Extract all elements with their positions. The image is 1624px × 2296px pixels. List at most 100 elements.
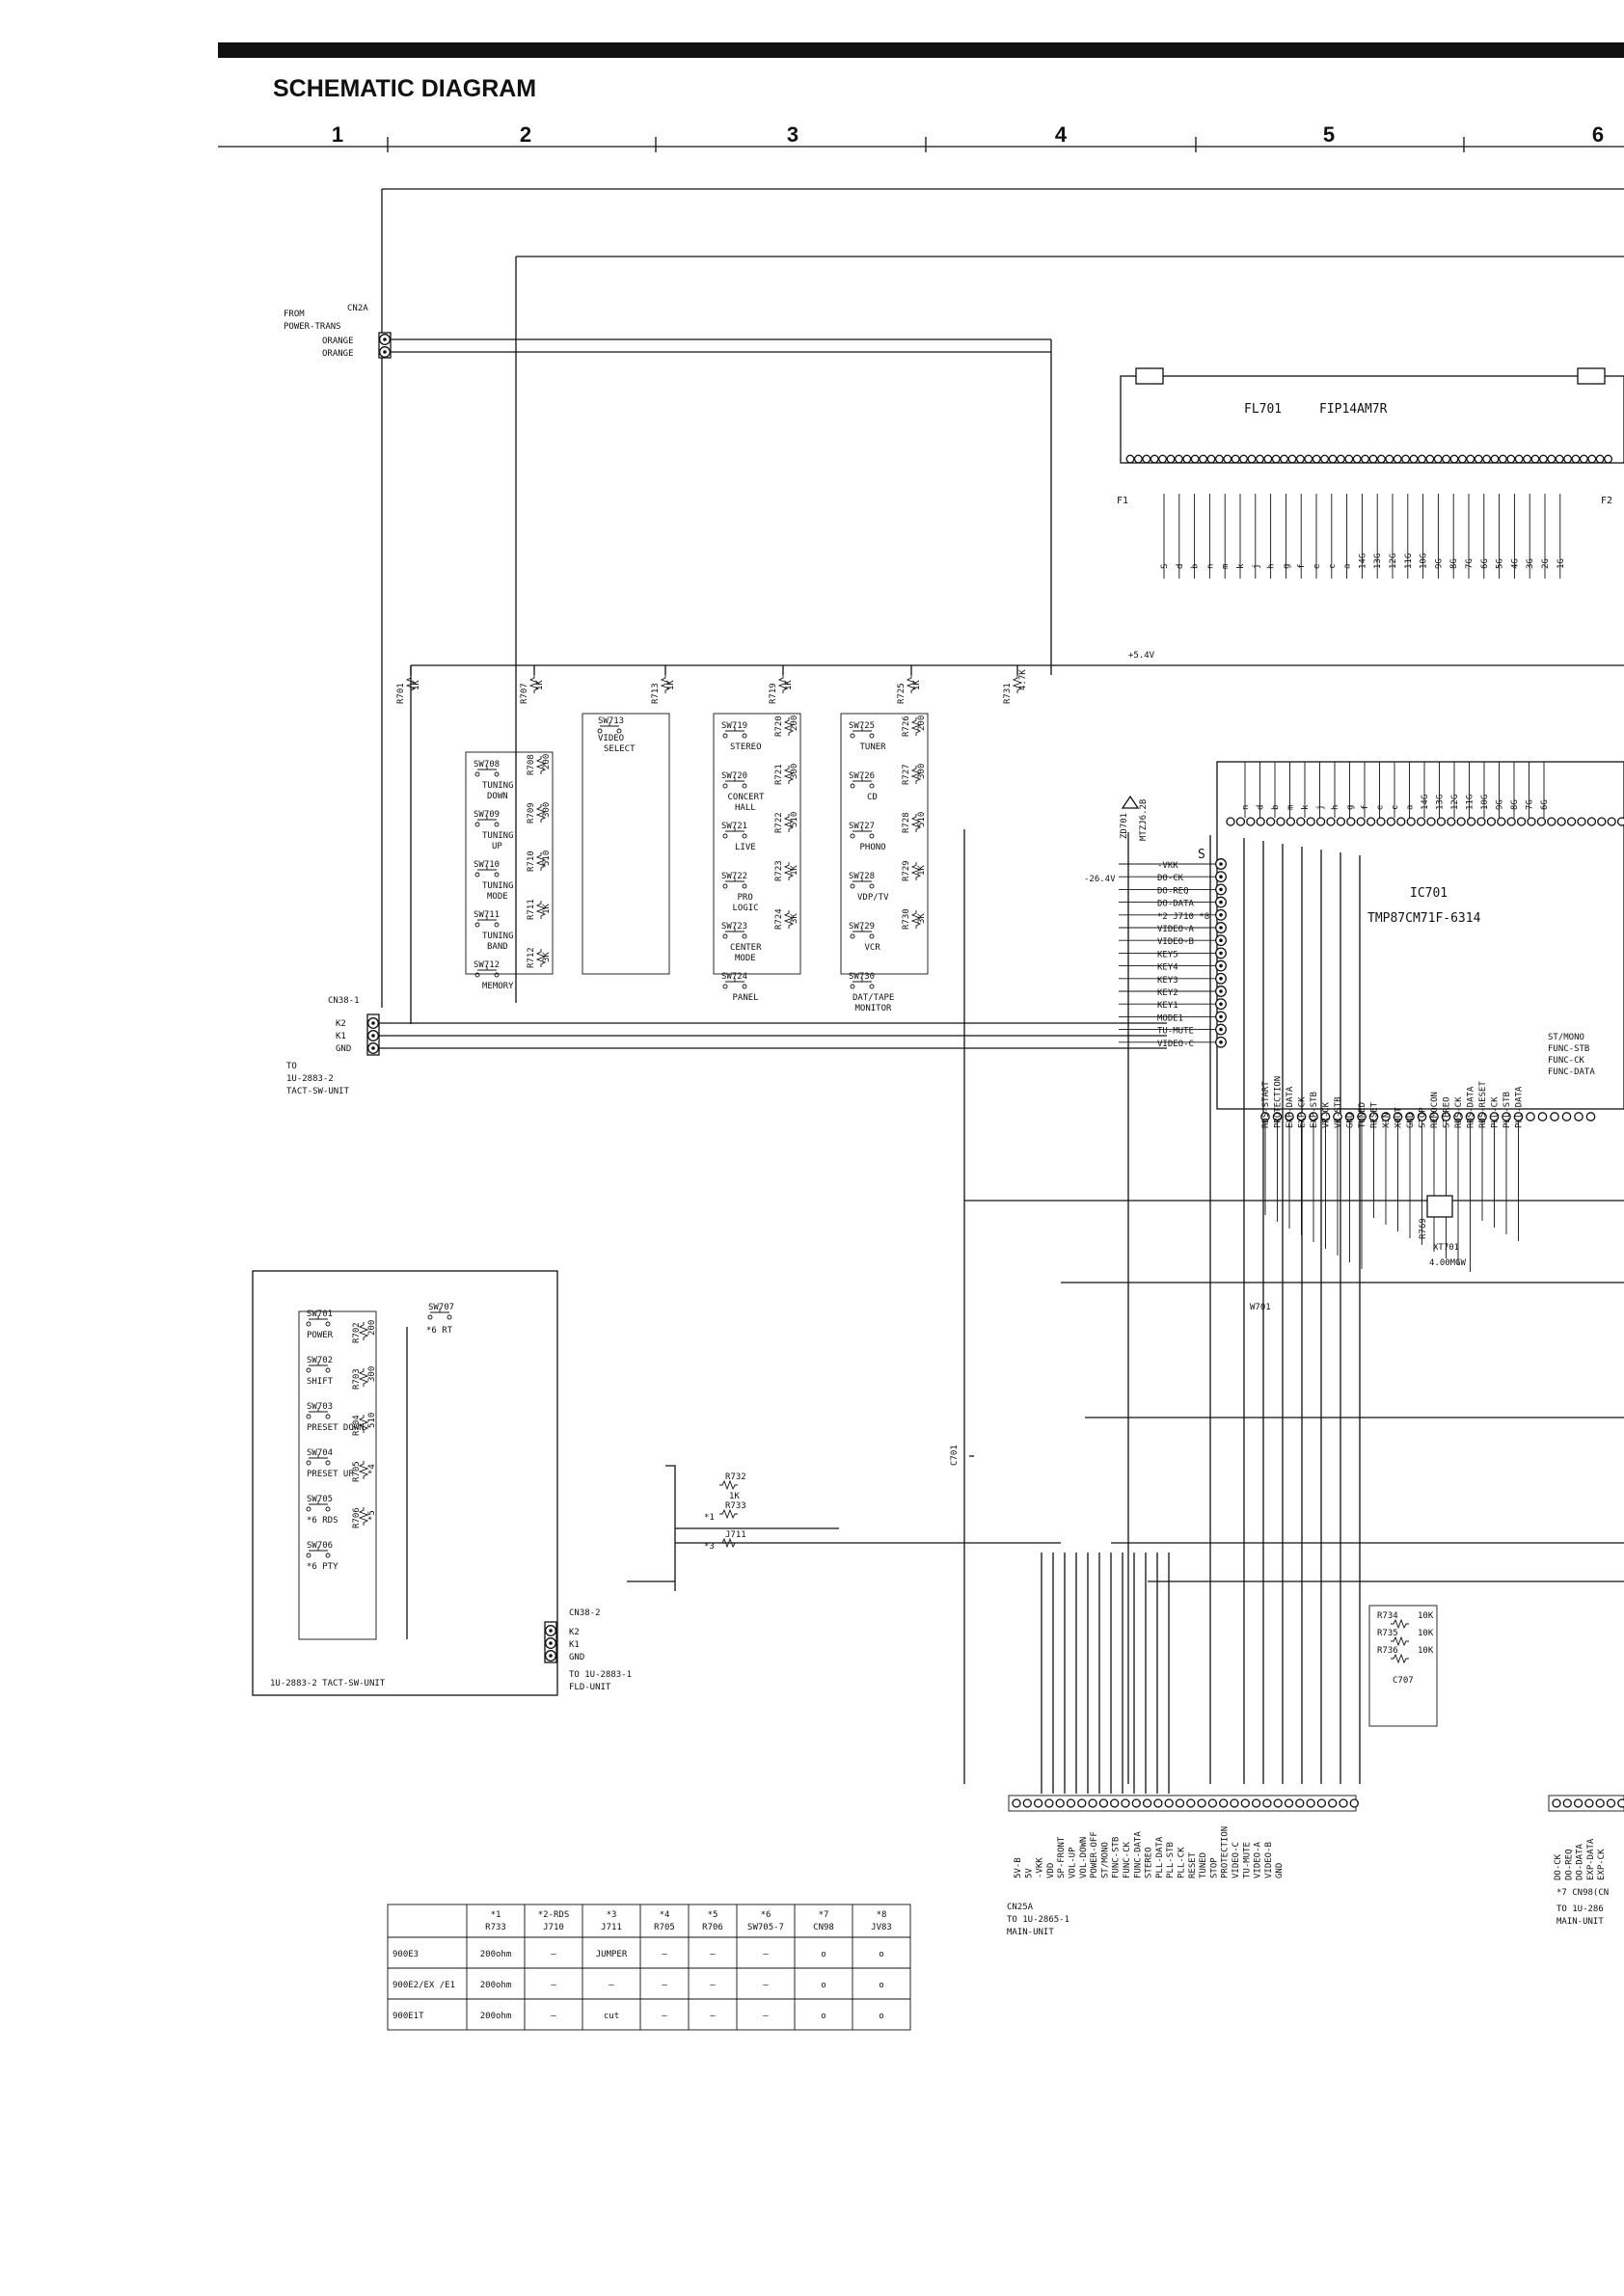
ic701-bottom-pin [1526,1112,1535,1121]
tact-res-val-4: *5 [367,1510,377,1521]
tact-res-ref-4: R706 [352,1507,362,1528]
cn25a-pin [1153,1798,1163,1808]
switch-group-4-sw-5: SW730 [849,972,875,982]
switch-group-3-res-1 [783,766,795,784]
ic701-top-pin [1486,817,1497,826]
ic701-top-pin-label-3: m [1286,805,1296,810]
cn25a-pin-label-16: RESET [1188,1851,1198,1878]
switch-group-1-label-1-0: TUNING [482,831,514,841]
switch-group-4-res-ref-2: R728 [902,812,911,833]
fl701-pin [1223,454,1232,464]
cn38-2-pin-label-2: GND [569,1653,584,1662]
fl701-pin-label-24: 3G [1526,558,1535,569]
switch-group-1-label-4-0: MEMORY [482,982,514,991]
ic701-top-pin [1286,817,1296,826]
top-resistor-val-0: 1K [412,680,421,690]
pullup-val-1: 10K [1418,1629,1434,1638]
ic701-top-pin [1235,817,1246,826]
cn25a-pin [1121,1798,1130,1808]
switch-group-4-res-val-4: 3K [917,913,927,924]
ic701-bottom-pin-label-8: TUNED [1358,1102,1367,1128]
switch-group-4-switch-1-contact-a [850,783,855,789]
switch-group-1-frame [465,751,554,975]
ic701-ref: IC701 [1410,886,1448,901]
ic701-bottom-pin [1272,1112,1283,1121]
cn2a-pin-label-1: ORANGE [322,349,354,359]
tact-switch-0-contact-a [306,1321,311,1327]
fl701-pin [1263,454,1273,464]
ic701-right-pin-label-2: FUNC-CK [1548,1056,1585,1066]
fl701-pin [1523,454,1532,464]
switch-group-4-sw-0: SW725 [849,721,875,731]
cn25a-pin-label-21: TU-MUTE [1242,1842,1252,1878]
sw707-switch-contact-b [447,1314,452,1320]
ic701-bottom-pin-label-11: XOUT [1394,1107,1404,1128]
fl701-pin [1344,454,1354,464]
table-header-1-5: R706 [702,1923,723,1932]
cn25a-pin [1077,1798,1087,1808]
sw713-switch-contact-b [616,728,622,734]
switch-group-3-switch-2-contact-b [742,833,747,839]
pullup-ref-0: R734 [1377,1611,1398,1621]
ic701-top-pin-label-4: k [1301,804,1311,810]
fl701-pin-label-14: 13G [1373,554,1383,569]
ic701-bottom-pin [1429,1112,1439,1121]
ic701-bottom-pin [1585,1112,1596,1121]
fl701-pin [1304,454,1313,464]
ic701-top-pin-label-13: 13G [1436,795,1446,810]
ic701-bottom-pin [1333,1112,1342,1121]
cn38-1-dest: 1U-2883-2 [286,1074,334,1084]
switch-group-3-label-1-1: HALL [735,803,756,813]
ic701-top-pin [1226,817,1235,826]
switch-group-4-switch-4-contact-b [869,933,875,939]
ic701-bottom-pin [1260,1112,1270,1121]
top-resistor-ref-5: R731 [1003,683,1013,704]
sw713-label-0: VIDEO [598,734,624,743]
ic701-top-pin-label-12: 14G [1421,795,1430,810]
cn98-pin-label-3: EXP-DATA [1586,1838,1596,1880]
ic701-top-pin [1556,817,1566,826]
switch-group-1-res-val-3: 1K [542,904,552,914]
fl701-pin [1368,454,1378,464]
cn25a-pin [1273,1798,1283,1808]
fl701-display-body [1120,375,1624,464]
pullup-res-0 [1391,1618,1409,1630]
fl701-pin-label-17: 10G [1420,554,1429,569]
power-from-label: FROM [284,310,305,319]
ic701-bottom-pin-label-7: GND [1346,1113,1356,1128]
ic701-top-pin [1476,817,1486,826]
tact-switch-2-contact-b [325,1414,331,1419]
switch-group-1-label-2-1: MODE [487,892,508,902]
tact-label-4: *6 RDS [307,1516,338,1526]
switch-group-1-sw-3: SW711 [474,910,500,920]
switch-group-1-switch-0-contact-b [494,771,500,777]
fl701-pin [1490,454,1500,464]
tact-switch-2-contact-a [306,1414,311,1419]
cn25a-pin [1207,1798,1218,1808]
fl701-pin [1514,454,1524,464]
cn2a-pin-label-0: ORANGE [322,337,354,346]
ic701-top-pin [1406,817,1416,826]
ic701-bottom-pin-label-19: PLL-CK [1491,1096,1501,1128]
cn38-2-ref: CN38-2 [569,1608,601,1618]
fl701-pin [1255,454,1264,464]
tact-switch-5-contact-a [306,1553,311,1558]
fl701-pin [1442,454,1451,464]
ic701-top-pin-label-14: 12G [1450,795,1460,810]
switch-group-1-res-4 [535,949,547,967]
cn38-2-pin-label-1: K1 [569,1640,580,1650]
cn25a-pin [1110,1798,1120,1808]
switch-group-1-switch-1-contact-a [474,822,480,827]
fl701-pin-label-15: 12G [1389,554,1398,569]
ic701-left-pin-0-dot [1219,862,1223,866]
cn98-pin-label-0: DO-CK [1554,1853,1563,1880]
fl701-pin-label-18: 9G [1434,558,1444,569]
ic701-bottom-pin-label-18: RDS-RESET [1478,1081,1488,1128]
fl701-pin [1239,454,1249,464]
switch-group-4-switch-5-contact-b [869,984,875,989]
ic701-bottom-pin-label-10: XIN [1382,1113,1392,1128]
ic701-right-pin-label-3: FUNC-DATA [1548,1067,1595,1077]
top-resistor-ref-2: R713 [651,683,661,704]
switch-group-3-switch-3-contact-b [742,883,747,889]
cn2a-pin-1-dot [383,350,387,354]
